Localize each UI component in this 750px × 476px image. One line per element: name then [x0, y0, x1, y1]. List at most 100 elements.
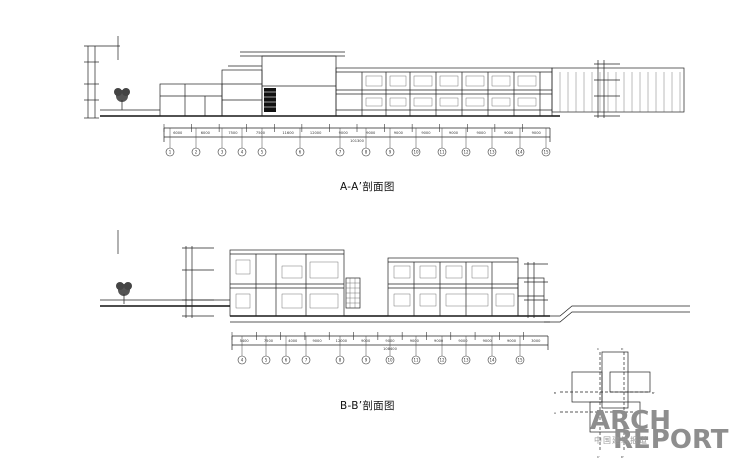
dimension-value: 9000 — [421, 131, 431, 135]
dimension-value: 9000 — [483, 339, 493, 343]
axis-label: 2 — [195, 149, 198, 154]
axis-bubble — [165, 147, 175, 157]
axis-bubble — [217, 147, 227, 157]
axis-bubble — [361, 147, 371, 157]
dimension-value: 9000 — [434, 339, 444, 343]
axis-label: 8 — [365, 149, 368, 154]
dimension-value: 7500 — [228, 131, 238, 135]
axis-bubble — [411, 147, 421, 157]
axis-bubble — [335, 355, 345, 365]
stair-core-b — [345, 277, 361, 309]
axis-bubble — [281, 355, 291, 365]
dimension-value: 7500 — [256, 131, 266, 135]
tree-icon — [114, 88, 130, 110]
axis-bubble — [515, 355, 525, 365]
key-plan: B B' A A' C D C' D' — [554, 347, 655, 459]
keyplan-label-c-bottom: C' — [597, 455, 600, 459]
dimension-value: 5400 — [240, 339, 250, 343]
watermark-arch: ARCH — [590, 406, 671, 436]
railing-a — [551, 67, 685, 113]
axis-bubble — [437, 147, 447, 157]
axis-bubble — [411, 355, 421, 365]
axis-bubble — [385, 355, 395, 365]
axis-bubble — [541, 147, 551, 157]
axis-label: 1 — [169, 149, 172, 154]
room-boxes-a — [365, 75, 537, 107]
dimension-value: 9000 — [476, 131, 486, 135]
axis-label: 5 — [265, 357, 268, 362]
axis-bubble — [257, 147, 267, 157]
axis-bubble — [437, 355, 447, 365]
axis-label: 9 — [389, 149, 392, 154]
dimension-value: 12000 — [310, 131, 322, 135]
dimension-value: 9000 — [410, 339, 420, 343]
dimension-value: 11600 — [282, 131, 294, 135]
dimension-value: 12000 — [336, 339, 348, 343]
section-a-drawing — [84, 36, 685, 142]
elevation-dims-left-a — [84, 36, 120, 119]
dimension-value: 9000 — [507, 339, 517, 343]
axis-bubble — [385, 147, 395, 157]
axis-label: 4 — [241, 357, 244, 362]
axis-label: 4 — [241, 149, 244, 154]
axis-label: 10 — [413, 149, 419, 154]
dimension-value: 9000 — [394, 131, 404, 135]
dimension-value: 9000 — [312, 339, 322, 343]
axis-bubble — [461, 147, 471, 157]
axis-bubble — [461, 355, 471, 365]
axis-bubble — [487, 147, 497, 157]
dimension-value: 7500 — [264, 339, 274, 343]
keyplan-label-d-bottom: D' — [621, 455, 624, 459]
axis-label: 15 — [517, 357, 523, 362]
total-dimension: 101300 — [350, 139, 364, 143]
dimension-value: 9000 — [366, 131, 376, 135]
elevation-dims-right-b — [524, 262, 548, 318]
axis-label: 5 — [261, 149, 264, 154]
axis-bubble — [237, 355, 247, 365]
elevation-dims-left-b — [117, 230, 214, 318]
axis-label: 8 — [339, 357, 342, 362]
axis-label: 15 — [543, 149, 549, 154]
bay-dividers-a — [361, 72, 541, 116]
section-b-caption: B-B’剖面图 — [340, 400, 395, 412]
axis-bubble — [335, 147, 345, 157]
watermark-sub: 中国建筑报道 — [594, 436, 648, 445]
axis-bubble — [191, 147, 201, 157]
dimension-value: 9000 — [504, 131, 514, 135]
axis-label: 3 — [221, 149, 224, 154]
dimension-value: 9000 — [449, 131, 459, 135]
axis-label: 7 — [339, 149, 342, 154]
watermark-report: REPORT — [613, 425, 729, 455]
keyplan-label-a-right: A' — [652, 411, 655, 415]
axis-label: 13 — [489, 149, 495, 154]
axis-bubble — [515, 147, 525, 157]
tree-icon — [116, 282, 132, 304]
section-b-drawing — [100, 230, 690, 350]
axis-bubble — [301, 355, 311, 365]
stair-hatch — [264, 88, 276, 112]
axis-bubble — [487, 355, 497, 365]
dimension-value: 9000 — [532, 131, 542, 135]
keyplan-label-b-right: B' — [652, 391, 655, 395]
axis-label: 6 — [299, 149, 302, 154]
dimension-value: 6000 — [173, 131, 183, 135]
axis-label: 14 — [517, 149, 523, 154]
axis-bubble — [361, 355, 371, 365]
section-a-caption: A-A’剖面图 — [340, 181, 395, 193]
axis-label: 10 — [387, 357, 393, 362]
axis-label: 14 — [489, 357, 495, 362]
axis-label: 7 — [305, 357, 308, 362]
keyplan-label-c-top: C — [597, 347, 599, 351]
axis-label: 13 — [463, 357, 469, 362]
dimension-value: 9000 — [339, 131, 349, 135]
axis-bubble — [237, 147, 247, 157]
axis-label: 12 — [463, 149, 469, 154]
axis-bubble — [295, 147, 305, 157]
dimension-value: 4000 — [288, 339, 298, 343]
keyplan-label-d-top: D — [621, 347, 624, 351]
keyplan-label-b-left: B — [554, 391, 556, 395]
